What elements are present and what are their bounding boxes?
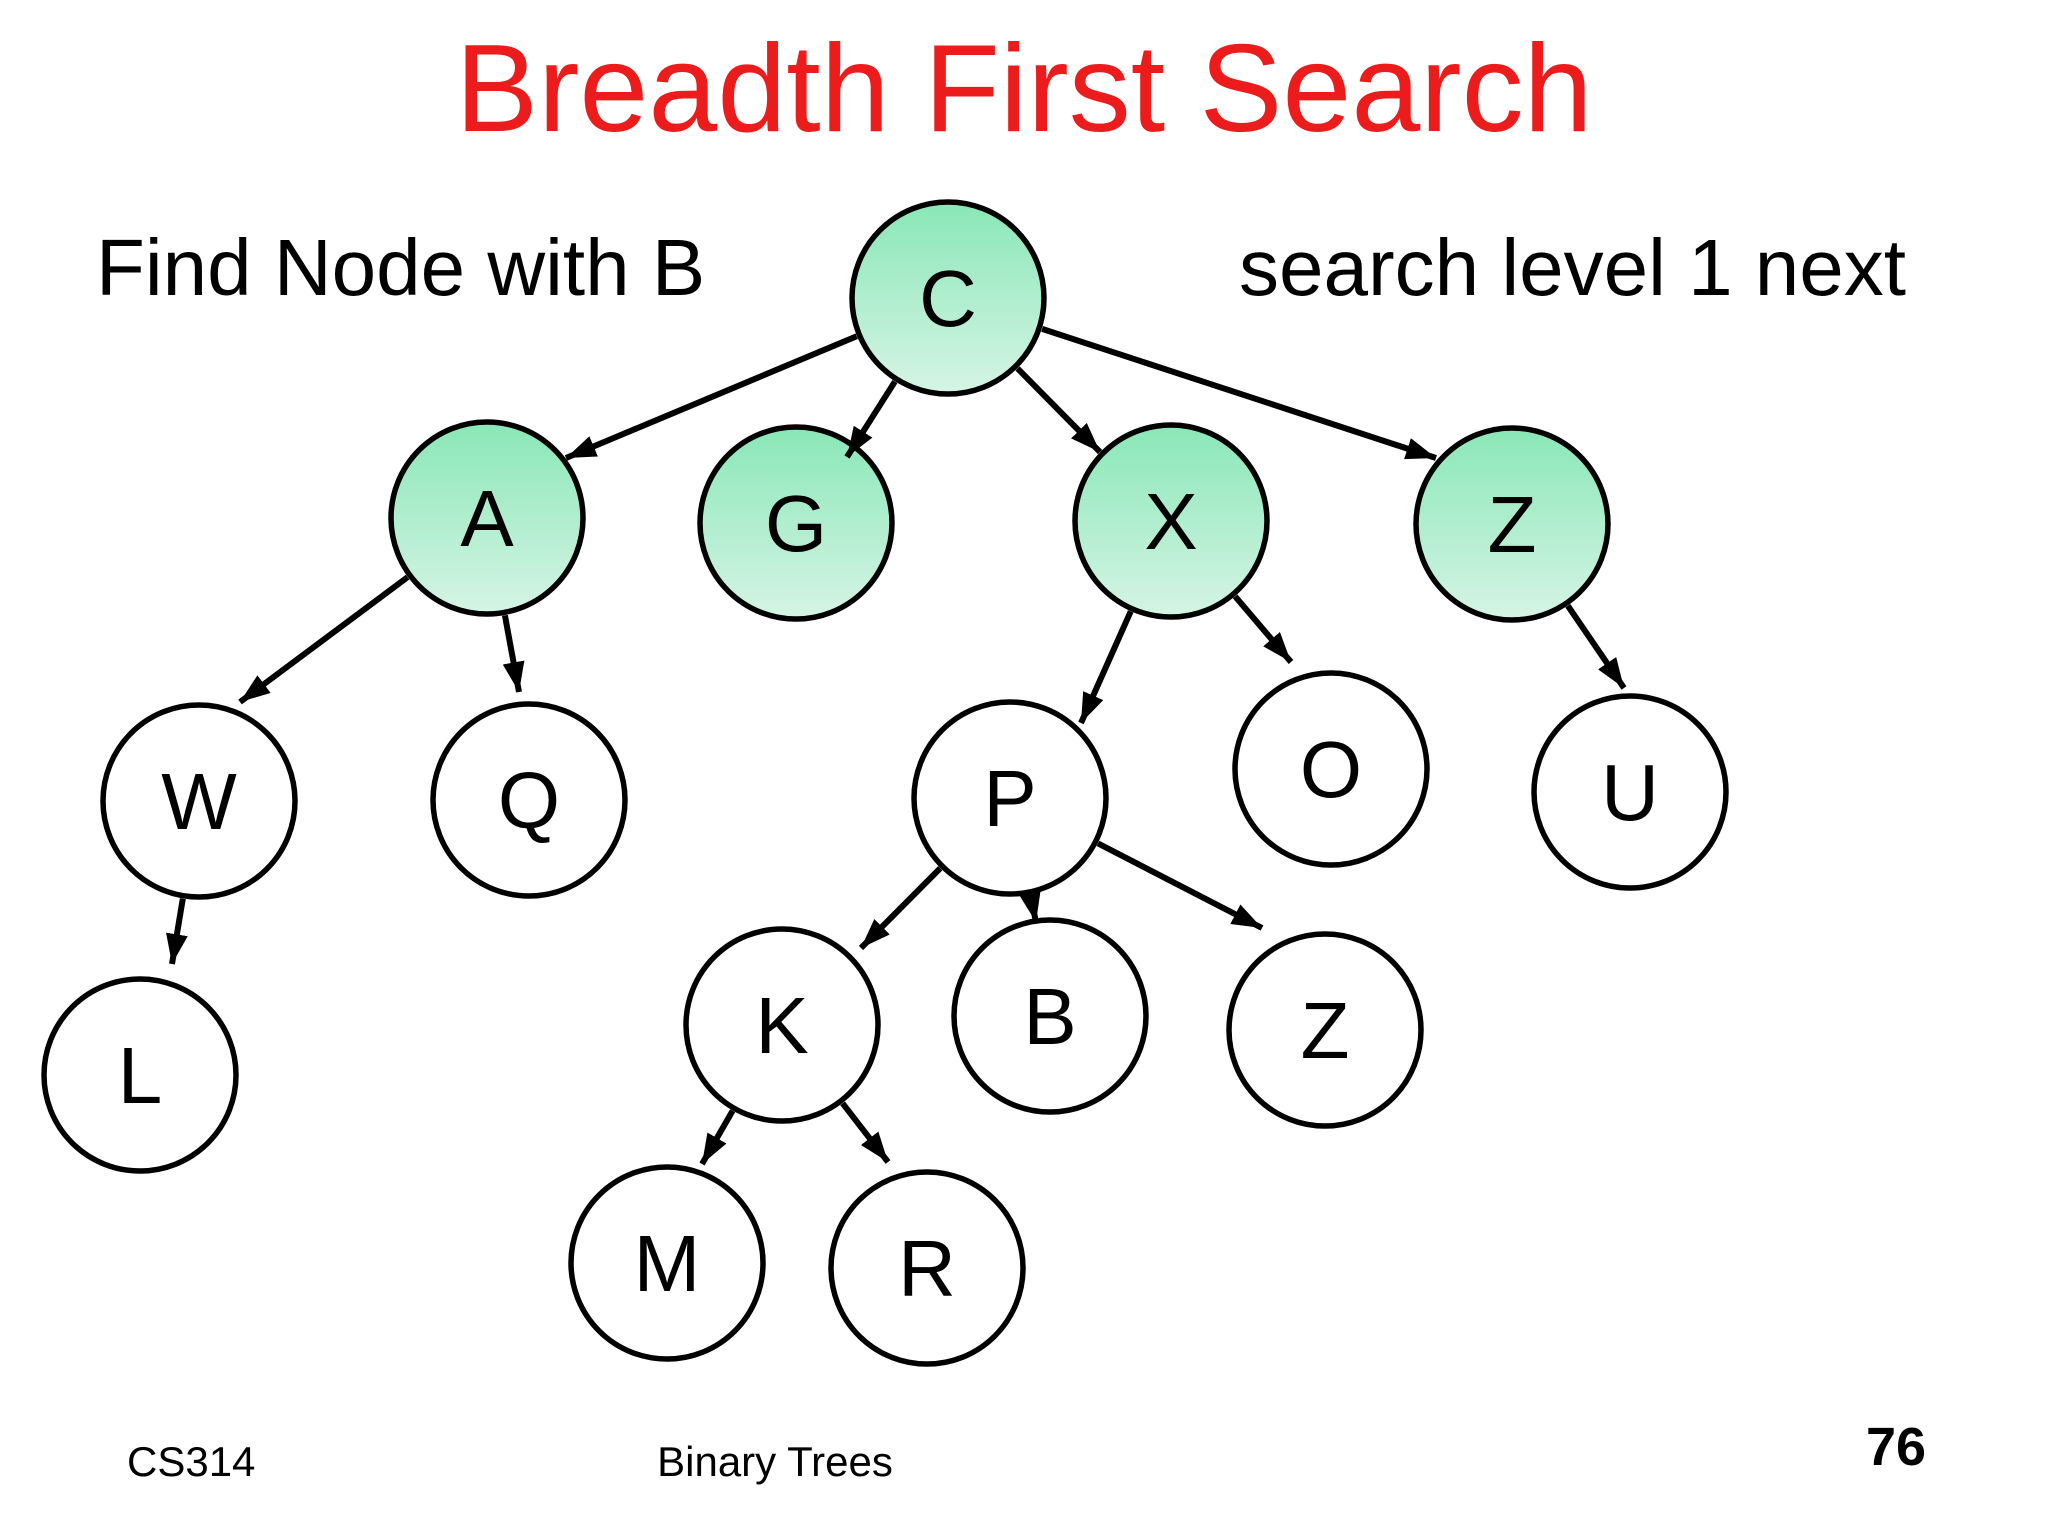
tree-edge-C-G [844,379,898,459]
tree-edge-Z-U [1565,604,1627,690]
tree-node-P: P [911,699,1109,897]
tree-node-M: M [568,1164,766,1362]
tree-node-label-A: A [460,474,514,563]
footer-topic: Binary Trees [657,1438,893,1485]
tree-edge-P-Z2 [1096,840,1264,931]
tree-edge-K-R [840,1101,891,1164]
tree-node-label-R: R [898,1224,956,1313]
tree-node-circle-W [100,702,298,900]
tree-node-W: W [100,702,298,900]
tree-node-label-B: B [1023,972,1076,1061]
tree-node-label-P: P [983,754,1036,843]
tree-edge-P-B [1019,890,1041,923]
tree-node-circle-M [568,1164,766,1362]
tree-node-Z2: Z [1226,931,1424,1129]
tree-node-label-C: C [919,254,977,343]
tree-nodes: C A G X Z W Q P O U L K B Z M R [41,199,1729,1367]
tree-node-circle-O [1232,670,1430,868]
tree-node-circle-K [683,926,881,1124]
tree-node-circle-Z [1413,425,1611,623]
tree-node-label-Q: Q [498,756,560,845]
tree-node-circle-Q [430,701,628,899]
tree-edge-C-Z [1041,325,1437,461]
tree-node-label-X: X [1144,477,1197,566]
tree-edge-C-A [564,333,858,461]
tree-node-label-Z2: Z [1301,986,1350,1075]
tree-node-circle-A [388,419,586,617]
tree-node-circle-R [828,1169,1026,1367]
tree-edge-P-K [858,866,943,951]
tree-node-circle-P [911,699,1109,897]
tree-edge-A-W [238,574,410,705]
tree-node-label-U: U [1601,748,1659,837]
tree-edge-A-Q [501,614,525,693]
tree-node-Z: Z [1413,425,1611,623]
tree-node-label-Z: Z [1488,480,1537,569]
tree-node-B: B [951,917,1149,1115]
tree-node-circle-B [951,917,1149,1115]
tree-edge-K-M [699,1109,736,1166]
tree-edge-X-O [1232,594,1294,664]
tree-node-label-O: O [1300,725,1362,814]
tree-node-L: L [41,976,239,1174]
tree-node-Q: Q [430,701,628,899]
tree-node-circle-C [849,199,1047,397]
tree-node-O: O [1232,670,1430,868]
page-number: 76 [1866,1417,1927,1477]
tree-node-circle-L [41,976,239,1174]
tree-node-R: R [828,1169,1026,1367]
tree-edge-X-P [1078,610,1134,725]
right-note: search level 1 next [1238,223,1906,312]
tree-edges [166,325,1627,1166]
tree-node-C: C [849,199,1047,397]
tree-node-circle-X [1072,422,1270,620]
tree-node-label-L: L [118,1031,163,1120]
tree-node-circle-Z2 [1226,931,1424,1129]
left-note: Find Node with B [96,223,706,312]
tree-edge-W-L [166,898,188,965]
tree-node-circle-U [1531,693,1729,891]
tree-node-label-G: G [765,479,827,568]
tree-node-K: K [683,926,881,1124]
slide-title: Breadth First Search [455,20,1593,158]
tree-node-label-K: K [755,981,808,1070]
tree-edge-C-X [1015,366,1103,455]
tree-node-U: U [1531,693,1729,891]
tree-node-X: X [1072,422,1270,620]
tree-node-label-W: W [161,757,237,846]
tree-node-A: A [388,419,586,617]
footer-course: CS314 [127,1438,256,1485]
tree-node-G: G [697,424,895,622]
tree-node-circle-G [697,424,895,622]
tree-node-label-M: M [634,1219,701,1308]
